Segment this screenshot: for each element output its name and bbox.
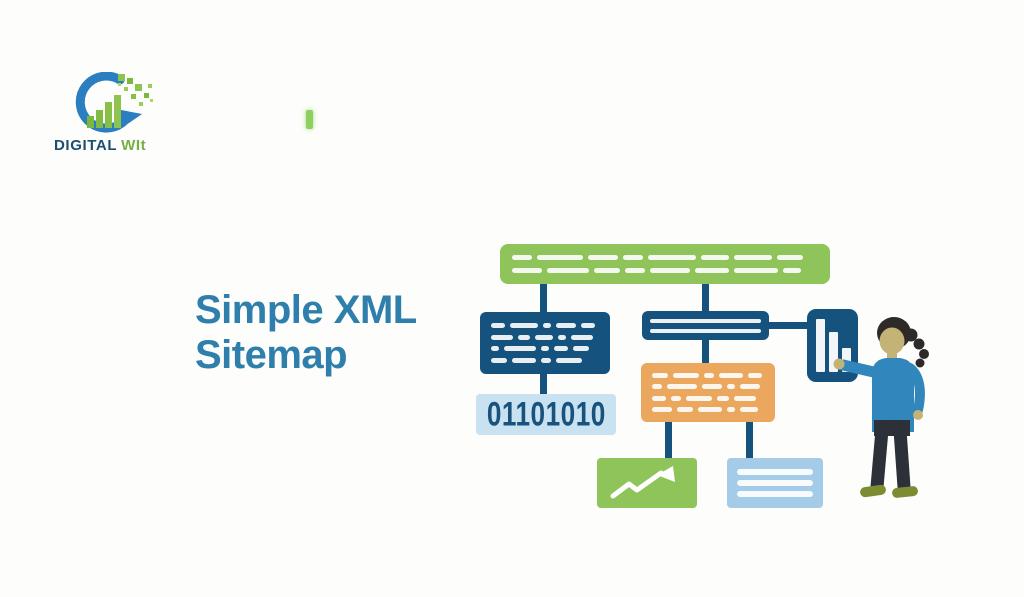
placeholder-line: [736, 469, 814, 475]
connector-root-left: [539, 283, 547, 313]
placeholder-text-row: [652, 406, 764, 412]
page-title: Simple XML Sitemap: [195, 288, 455, 378]
placeholder-text-row: [652, 373, 764, 379]
chart-bar: [816, 319, 825, 372]
sitemap-content-node-left: [480, 312, 610, 374]
connector-orange-text: [745, 421, 753, 459]
person-arm: [905, 363, 925, 415]
placeholder-text-row: [512, 255, 818, 260]
person-hand: [913, 410, 923, 420]
sitemap-root-node: [500, 244, 830, 284]
sitemap-content-node-orange: [641, 363, 775, 422]
person-legs: [870, 420, 911, 494]
page-title-line1: Simple XML: [195, 288, 417, 332]
presenter-person: [833, 317, 929, 498]
person-shoes: [860, 484, 918, 498]
placeholder-text-row: [652, 384, 764, 390]
placeholder-line: [736, 491, 814, 497]
sitemap-illustration: 01101010: [440, 170, 1024, 550]
growth-chart-circle-arrow-icon: [75, 72, 153, 133]
connector-orange-trend: [664, 421, 672, 459]
brand-name-primary: DIGITAL: [54, 137, 118, 154]
trend-arrow-icon: [610, 466, 675, 499]
person-hair-fringe: [878, 321, 907, 337]
placeholder-text-row: [491, 322, 599, 328]
placeholder-line: [649, 328, 762, 333]
sitemap-nav-node: [642, 311, 769, 340]
connector-nav-orange: [701, 339, 709, 364]
connector-root-nav: [701, 283, 709, 312]
placeholder-text-row: [512, 268, 818, 273]
placeholder-text-row: [652, 395, 764, 401]
text-lines-node: [727, 458, 823, 508]
placeholder-text-row: [491, 346, 599, 352]
connector-left-binary: [539, 373, 547, 395]
page-title-line2: Sitemap: [195, 333, 348, 377]
person-neck: [887, 350, 897, 360]
trend-chart-node: [597, 458, 697, 508]
placeholder-line: [649, 318, 762, 323]
chart-bar: [829, 332, 838, 372]
placeholder-text-row: [491, 358, 599, 364]
person-torso: [872, 358, 914, 432]
chart-bar: [842, 348, 851, 372]
binary-code-label: 01101010: [486, 394, 606, 434]
placeholder-text-row: [491, 334, 599, 340]
binary-code-box: 01101010: [476, 394, 616, 435]
person-pointing-hand: [833, 358, 845, 370]
brand-name-secondary: WIt: [121, 137, 147, 154]
green-tick-decor: [306, 110, 313, 129]
connector-nav-stats: [769, 322, 809, 329]
placeholder-line: [736, 480, 814, 486]
person-pointing-arm: [837, 359, 884, 379]
person-face: [879, 327, 905, 355]
